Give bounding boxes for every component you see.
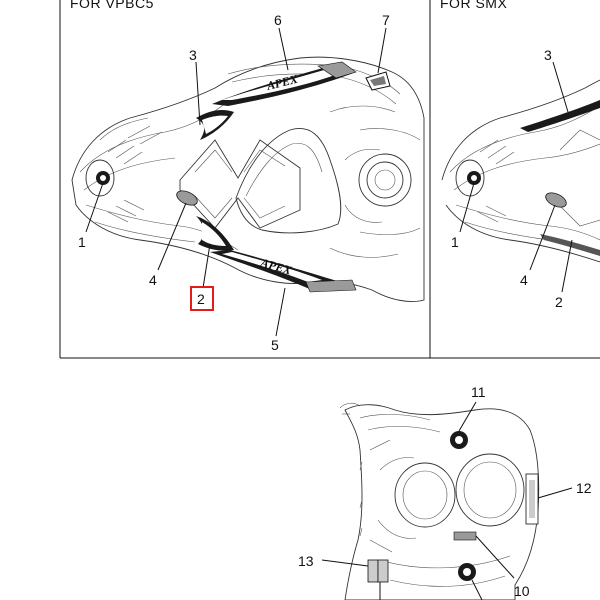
left-leader-lines	[85, 27, 387, 337]
callout-bottom-11: 11	[471, 384, 486, 400]
right-panel-header: FOR SMX	[440, 0, 507, 11]
callout-bottom-12: 12	[576, 480, 592, 496]
emblem-1-right	[467, 171, 481, 185]
callout-left-3: 3	[189, 47, 197, 63]
decal-7-badge	[365, 71, 391, 91]
left-hood-drawing	[71, 56, 425, 302]
right-hood-drawing	[441, 79, 600, 263]
callout-left-1: 1	[78, 234, 86, 250]
right-leader-lines	[459, 61, 573, 293]
callout-bottom-13: 13	[298, 553, 314, 569]
callout-right-2: 2	[555, 294, 563, 310]
decal-2-side-swoosh-bottom	[196, 216, 234, 251]
callout-right-4: 4	[520, 272, 528, 288]
decal-4-oval-right	[545, 192, 567, 208]
emblem-1-left	[96, 171, 110, 185]
decal-3-side-swoosh-top	[196, 110, 234, 140]
callout-left-6: 6	[274, 12, 282, 28]
emblem-11	[450, 431, 468, 449]
callout-bottom-10: 10	[514, 583, 530, 599]
decal-4-oval	[176, 190, 198, 206]
decal-6-top-stripe: APEX	[212, 61, 357, 106]
callout-left-5: 5	[271, 337, 279, 353]
callout-right-1: 1	[451, 234, 459, 250]
callout-left-7: 7	[382, 12, 390, 28]
decal-5-bottom-stripe: APEX	[210, 250, 357, 293]
emblem-lower	[458, 563, 476, 581]
bottom-seat-drawing	[339, 402, 540, 600]
bottom-leader-lines	[321, 401, 573, 600]
callout-right-3: 3	[544, 47, 552, 63]
callout-left-4: 4	[149, 272, 157, 288]
left-panel-header: FOR VPBC5	[70, 0, 154, 11]
callout-2-highlight-box	[190, 286, 214, 311]
callout-left-2: 2	[197, 291, 205, 307]
panel-frames	[59, 0, 600, 359]
